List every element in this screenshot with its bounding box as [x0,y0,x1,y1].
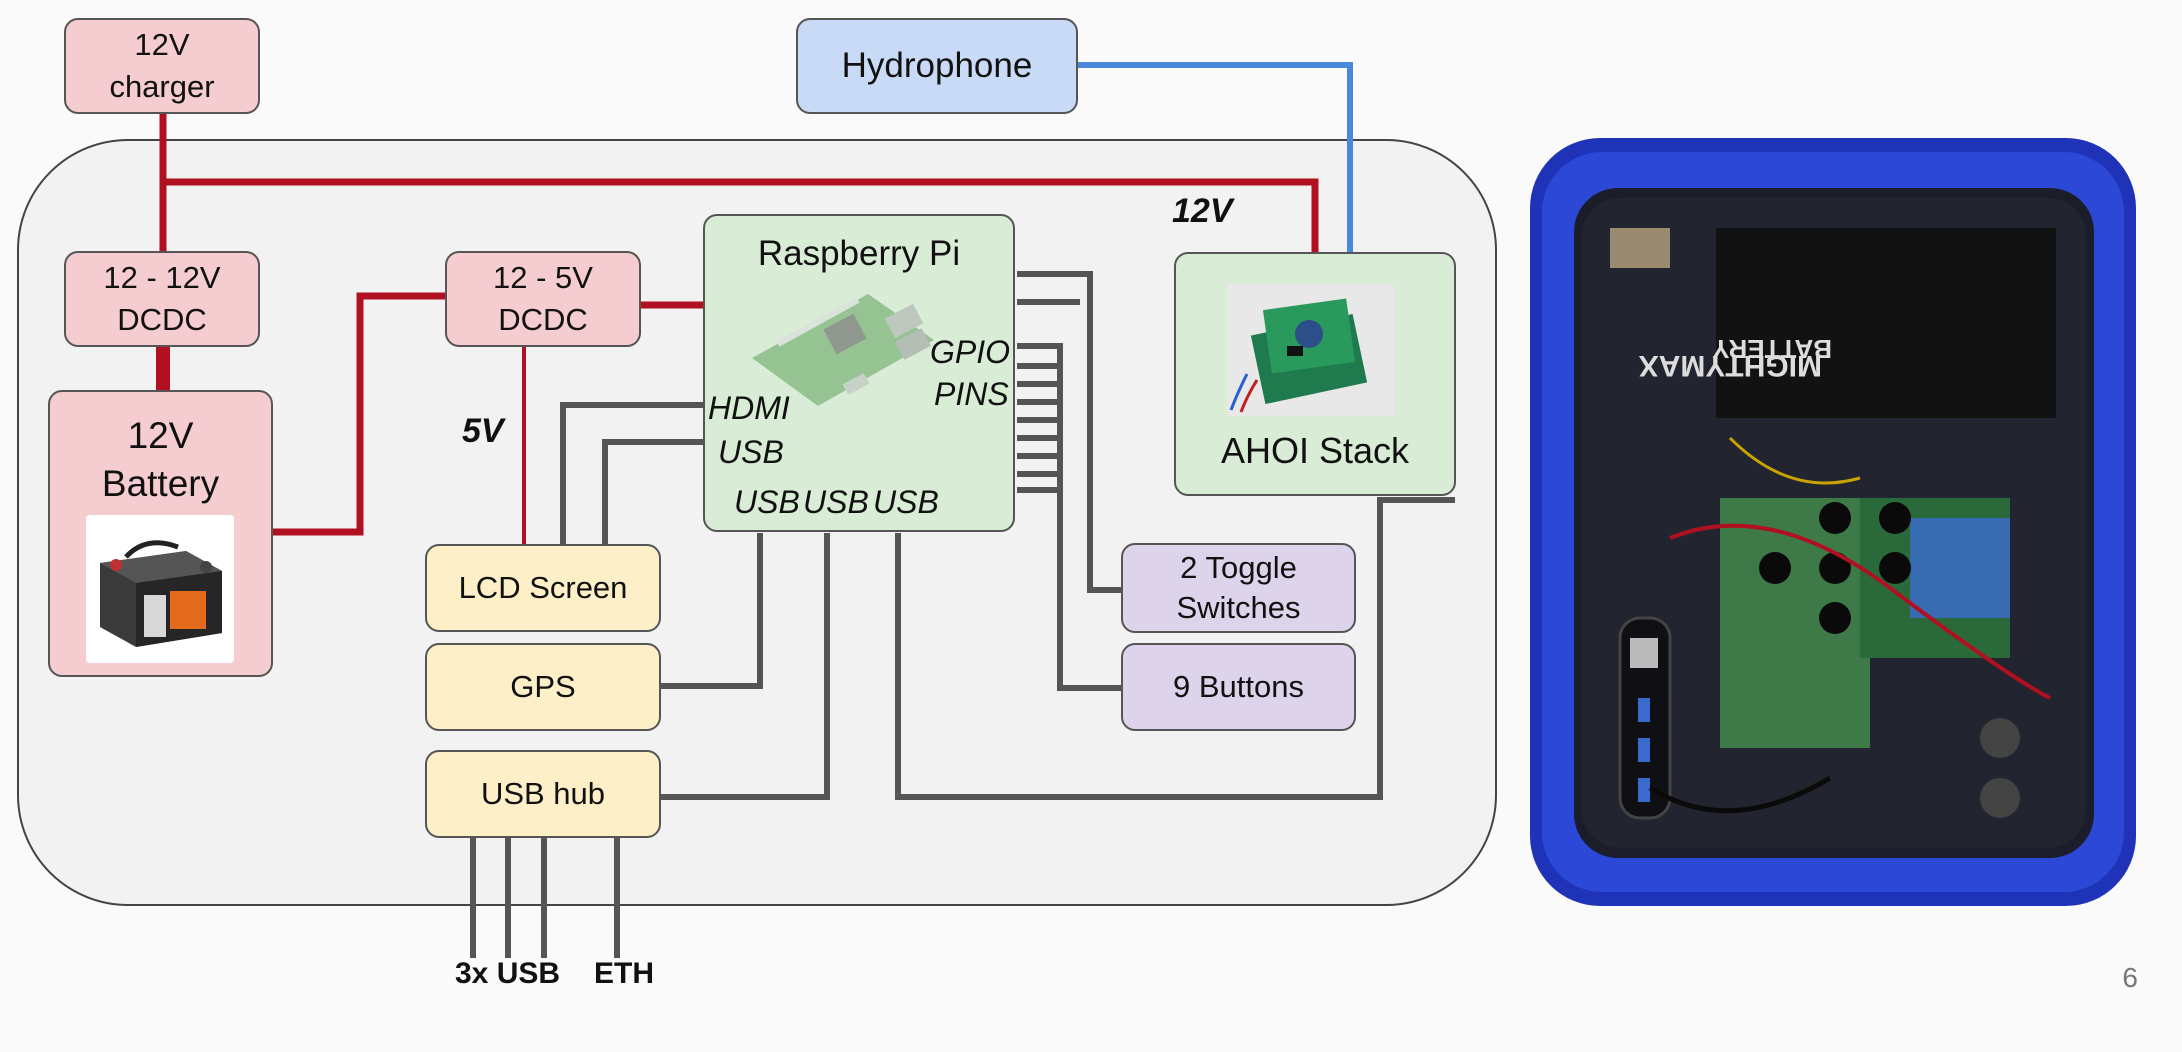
pins-label: PINS [934,376,1009,412]
gps-label: GPS [510,669,576,705]
charger-label-1: 12V [134,27,190,63]
toggle-switches-label-2: Switches [1176,590,1301,625]
voltage-12v-label: 12V [1172,192,1233,230]
data-wires [470,271,1455,958]
hub-eth-port-label: ETH [594,957,654,990]
dcdc-12-12-label-1: 12 - 12V [103,260,221,296]
dcdc-12-12-label-2: DCDC [117,302,207,337]
photo-battery-brand: MIGHTYMAX [1639,349,1822,382]
gpio-label: GPIO [930,334,1011,370]
battery-label-2: Battery [101,463,220,505]
lcd-screen-box: LCD Screen [425,544,661,632]
hydrophone-label: Hydrophone [841,46,1033,86]
dcdc-12-12-box: 12 - 12V DCDC [64,251,260,347]
raspberry-pi-board-icon [752,294,934,406]
hub-usb-ports-label: 3x USB [455,957,561,990]
dcdc-12-5-label-2: DCDC [498,302,588,337]
usb-hub-label: USB hub [480,776,606,812]
buttons-box: 9 Buttons [1121,643,1356,731]
lcd-screen-label: LCD Screen [458,570,628,606]
gps-box: GPS [425,643,661,731]
battery-label-1: 12V [127,415,194,456]
buttons-label: 9 Buttons [1173,669,1304,705]
voltage-5v-label: 5V [462,412,504,450]
toggle-switches-box: 2 Toggle Switches [1121,543,1356,633]
hydrophone-box: Hydrophone [796,18,1078,114]
charger-label-2: charger [109,69,215,104]
hydrophone-cable [1078,62,1353,252]
photo-battery-word: BATTERY [1712,334,1832,364]
dcdc-12-5-box: 12 - 5V DCDC [445,251,641,347]
usb-port-2-label: USB [803,484,869,520]
toggle-switches-label-1: 2 Toggle [1180,549,1297,585]
usb-hub-box: USB hub [425,750,661,838]
charger-box: 12V charger [64,18,260,114]
raspberry-pi-label: Raspberry Pi [757,234,961,273]
page-number: 6 [2122,962,2138,993]
ahoi-stack-label: AHOI Stack [1220,430,1410,472]
usb-port-3-label: USB [873,484,939,520]
usb-port-1-label: USB [734,484,800,520]
power-wires [156,112,1319,536]
hdmi-label: HDMI [708,390,790,426]
dcdc-12-5-label-1: 12 - 5V [493,260,593,296]
battery-thumbnail [86,515,234,663]
enclosure-photo: MIGHTYMAX BATTERY [1530,138,2136,906]
ahoi-board-thumbnail [1227,284,1395,416]
usb-label: USB [718,434,784,470]
battery-box: 12V Battery [48,390,273,677]
